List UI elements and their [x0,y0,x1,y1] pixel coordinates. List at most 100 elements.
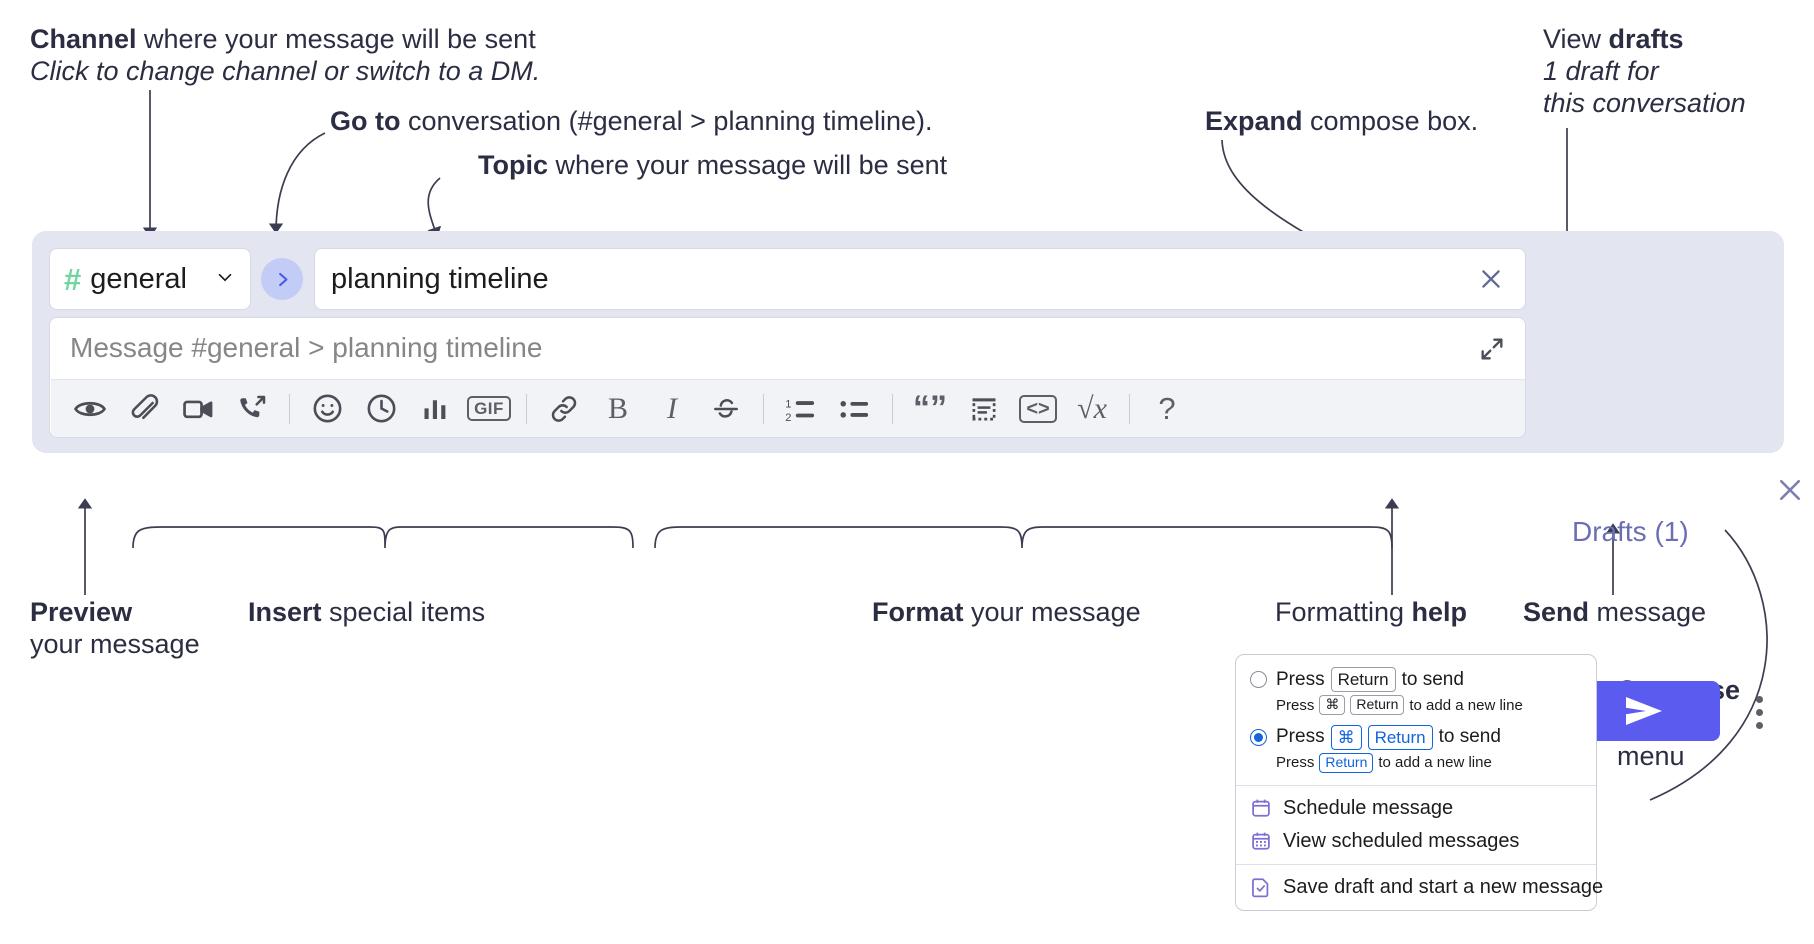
bulleted-list-icon [840,400,869,418]
menu-item-save-draft[interactable]: Save draft and start a new message [1236,871,1603,904]
menu-radio-cmd-return-hint: Press Return to add a new line [1236,750,1596,779]
annotation-expand: Expand compose box. [1205,106,1478,138]
channel-selector[interactable]: # general [49,248,251,310]
attach-button[interactable] [117,386,171,432]
key-return: Return [1367,724,1433,750]
kebab-dot [1755,721,1763,729]
bulleted-list-button[interactable] [828,386,882,432]
hash-icon: # [64,261,82,297]
italic-button[interactable]: I [645,386,699,432]
annotation-topic-rest: where your message will be sent [548,150,948,180]
topic-field[interactable]: planning timeline [314,248,1526,310]
annotation-channel: Channel where your message will be sent … [30,24,540,88]
hint-pre: Press [1276,754,1315,772]
menu-divider [1236,784,1596,786]
key-return: Return [1350,695,1405,715]
emoji-button[interactable] [300,386,354,432]
close-icon [1779,479,1801,501]
menu-item-label: Save draft and start a new message [1283,875,1604,898]
annotation-insert: Insert special items [248,597,485,629]
expand-compose-button[interactable] [1475,332,1509,366]
radio-return-post: to send [1401,668,1464,690]
kebab-dot [1755,708,1763,716]
channel-name: general [90,262,187,295]
radio-cmd-return[interactable] [1250,728,1267,746]
formatting-help-button[interactable]: ? [1140,386,1194,432]
menu-radio-cmd-return[interactable]: Press ⌘ Return to send [1236,721,1596,750]
goto-conversation-button[interactable] [261,258,303,300]
menu-radio-return-label: Press Return to send [1276,667,1464,693]
annotation-goto: Go to conversation (#general > planning … [330,106,933,138]
message-input[interactable]: Message #general > planning timeline [70,332,543,363]
chevron-down-icon [214,266,236,293]
radio-return[interactable] [1250,671,1267,689]
menu-item-schedule-message[interactable]: Schedule message [1236,792,1596,825]
annotation-preview-rest: your message [30,628,200,659]
annotation-topic-bold: Topic [478,150,548,180]
kebab-dot [1755,695,1763,703]
code-block-button[interactable] [957,386,1011,432]
drafts-link[interactable]: Drafts (1) [1572,516,1689,547]
toolbar-separator [1129,393,1130,424]
compose-panel: Drafts (1) # general [32,231,1801,741]
inline-code-button[interactable]: <> [1011,386,1065,432]
compose-options-button[interactable] [1744,686,1774,738]
call-button[interactable] [225,386,279,432]
annotation-format: Format your message [872,597,1141,629]
toolbar-separator [892,393,893,424]
svg-text:2: 2 [785,411,791,423]
menu-radio-return[interactable]: Press Return to send [1236,663,1596,693]
eye-icon [73,401,107,416]
bold-icon: B [607,391,628,425]
phone-outgoing-icon [240,395,266,417]
menu-radio-cmd-return-label: Press ⌘ Return to send [1276,724,1501,750]
menu-item-label: Schedule message [1283,796,1454,819]
annotation-help: Formatting help [1275,597,1467,629]
toolbar-separator [289,393,290,424]
close-icon [1482,270,1500,288]
poll-button[interactable] [408,386,462,432]
menu-item-view-scheduled[interactable]: View scheduled messages [1236,825,1596,858]
calendar-grid-icon [1250,830,1272,852]
annotation-drafts-italic1: 1 draft for [1543,55,1659,86]
gif-icon: GIF [467,396,511,421]
menu-radio-return-hint: Press ⌘ Return to add a new line [1236,692,1596,721]
annotation-send-rest: message [1589,597,1707,627]
chevron-right-icon [278,272,287,286]
math-button[interactable]: √x [1065,386,1119,432]
annotation-drafts-bold: drafts [1608,24,1684,54]
toolbar-separator [763,393,764,424]
gif-button[interactable]: GIF [462,386,516,432]
expand-icon [1481,338,1503,360]
strikethrough-button[interactable] [699,386,753,432]
question-mark-icon: ? [1158,390,1176,426]
clear-topic-button[interactable] [1473,261,1509,297]
key-return: Return [1330,667,1396,693]
formatting-toolbar: GIF B I [51,379,1525,437]
blockquote-button[interactable]: “” [903,386,957,432]
annotation-preview: Preview your message [30,597,200,661]
preview-button[interactable] [63,386,117,432]
hint-post: to add a new line [1378,754,1492,772]
annotation-format-rest: your message [963,597,1141,627]
annotation-send: Send message [1523,597,1706,629]
hint-pre: Press [1276,696,1315,714]
annotation-send-bold: Send [1523,597,1590,627]
reminder-button[interactable] [354,386,408,432]
menu-item-label: View scheduled messages [1283,829,1520,852]
bold-button[interactable]: B [591,386,645,432]
video-button[interactable] [171,386,225,432]
annotation-insert-bold: Insert [248,597,322,627]
annotation-preview-bold: Preview [30,597,133,627]
link-button[interactable] [537,386,591,432]
annotation-drafts: View drafts 1 draft for this conversatio… [1543,24,1746,120]
key-return: Return [1319,753,1374,773]
quote-icon: “” [913,389,947,428]
menu-divider [1236,863,1596,865]
topic-value: planning timeline [331,262,549,295]
close-compose-button[interactable] [1772,472,1808,508]
radio-cmd-pre: Press [1276,726,1325,748]
annotation-format-bold: Format [872,597,964,627]
ordered-list-button[interactable]: 1 2 [774,386,828,432]
annotation-channel-bold: Channel [30,24,137,54]
